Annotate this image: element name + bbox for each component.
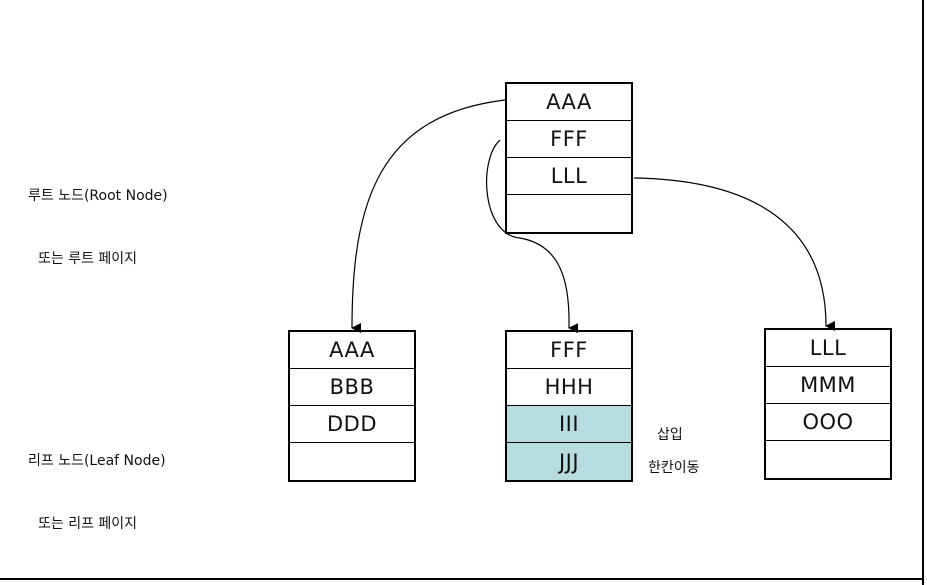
leaf-node-1: AAA BBB DDD — [288, 330, 416, 482]
insert-note: 삽입 — [657, 427, 683, 443]
leaf-node-2: FFF HHH III JJJ — [505, 330, 633, 482]
root-key-3: LLL — [507, 158, 631, 195]
leaf2-key-3-inserted: III — [507, 406, 631, 443]
leaf3-key-2: MMM — [766, 367, 890, 404]
leaf-node-label: 리프 노드(Leaf Node) 또는 리프 페이지 — [28, 409, 166, 556]
shift-note: 한칸이동 — [648, 460, 700, 476]
leaf2-key-1: FFF — [507, 332, 631, 369]
leaf-label-line2: 또는 리프 페이지 — [38, 516, 138, 532]
leaf3-key-1: LLL — [766, 330, 890, 367]
frame-bottom-border — [0, 578, 924, 580]
leaf2-key-2: HHH — [507, 369, 631, 406]
root-label-line2: 또는 루트 페이지 — [38, 251, 138, 267]
root-label-line1: 루트 노드(Root Node) — [28, 188, 168, 204]
root-node-label: 루트 노드(Root Node) 또는 루트 페이지 — [28, 144, 168, 291]
arrow-lll-to-leaf3 — [633, 177, 836, 331]
leaf-node-3: LLL MMM OOO — [764, 328, 892, 480]
frame-right-border — [922, 0, 924, 585]
root-key-2: FFF — [507, 121, 631, 158]
leaf-label-line1: 리프 노드(Leaf Node) — [28, 453, 166, 469]
leaf1-key-1: AAA — [290, 332, 414, 369]
root-key-1: AAA — [507, 84, 631, 121]
arrow-fff-to-leaf2 — [486, 139, 579, 334]
root-node: AAA FFF LLL — [505, 82, 633, 234]
leaf1-key-2: BBB — [290, 369, 414, 406]
leaf2-key-4-shifted: JJJ — [507, 443, 631, 480]
leaf1-key-3: DDD — [290, 406, 414, 443]
leaf3-key-3: OOO — [766, 404, 890, 441]
arrow-aaa-to-leaf1 — [351, 99, 506, 334]
